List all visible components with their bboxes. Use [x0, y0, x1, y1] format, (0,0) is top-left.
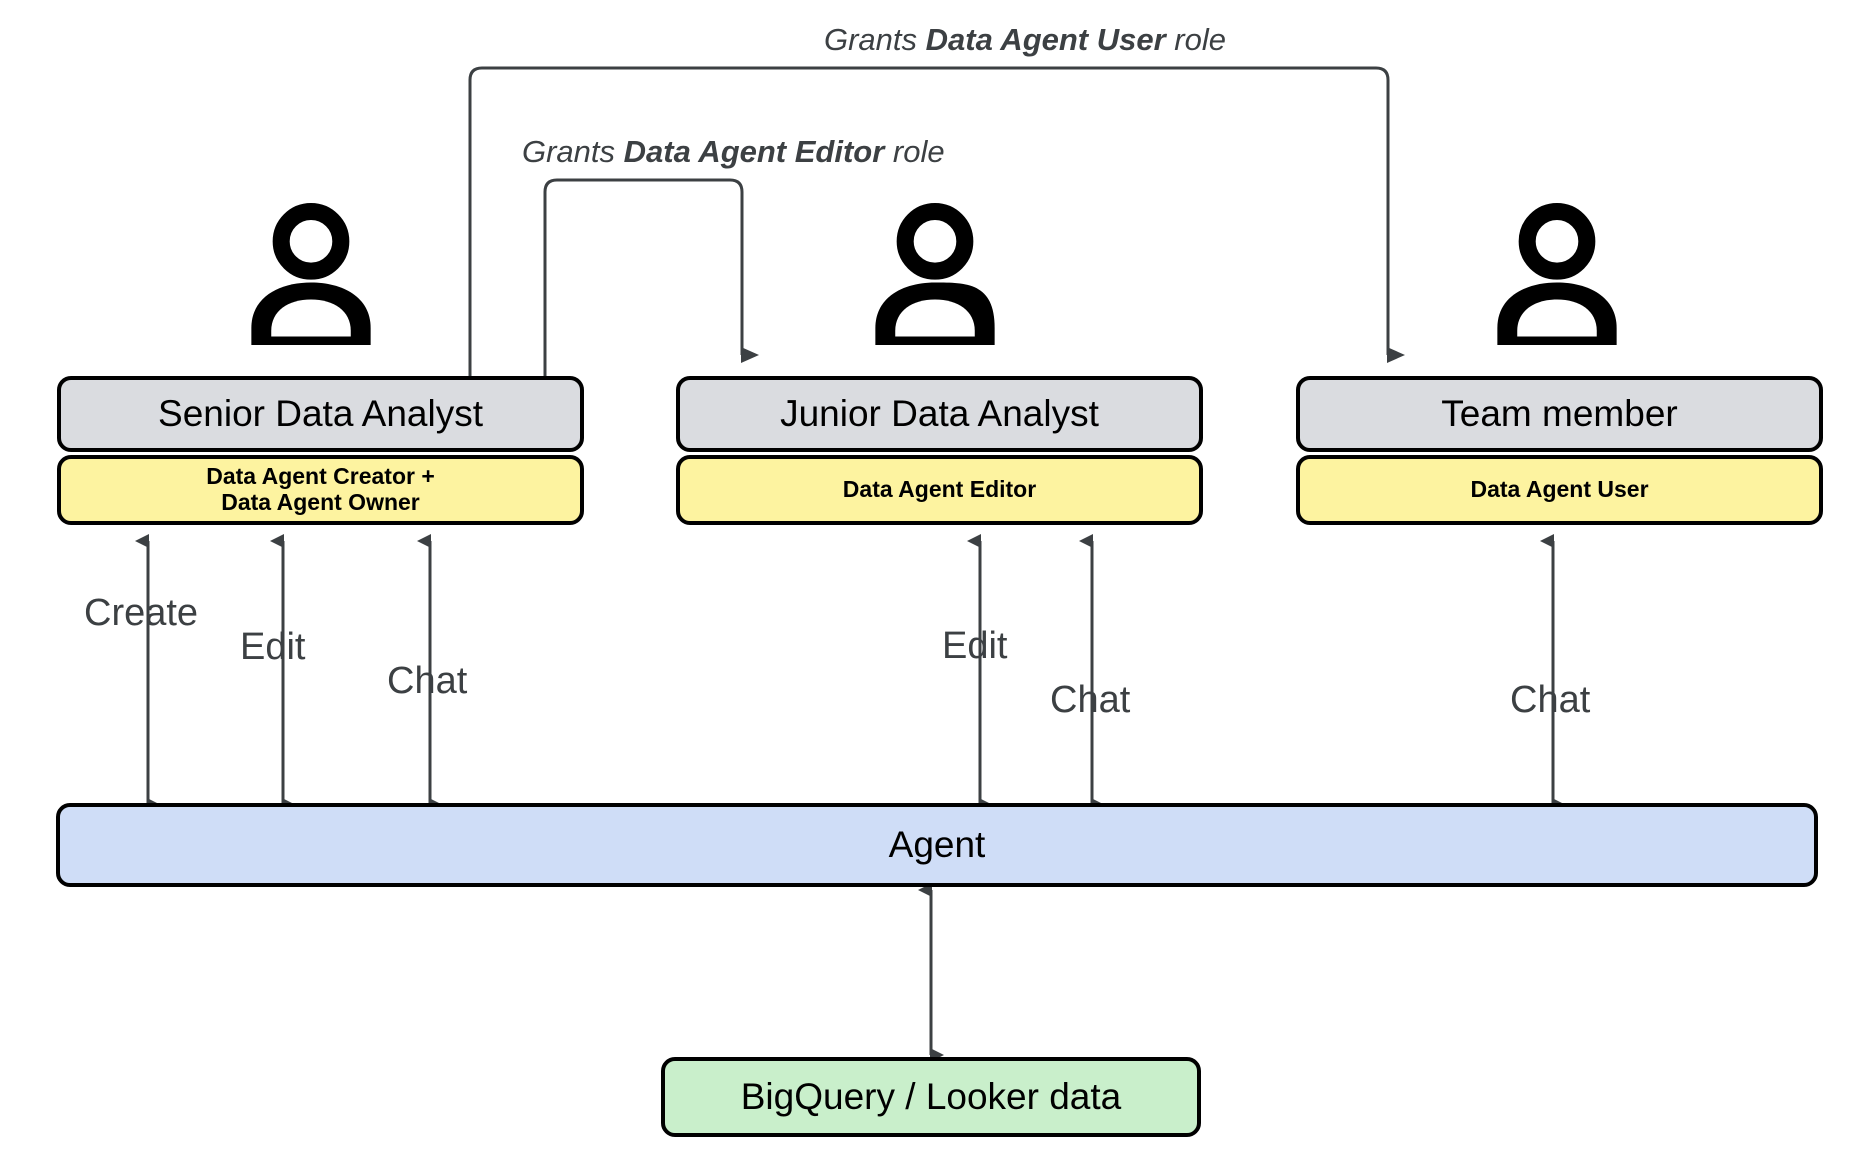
edge-label-junior-edit: Edit: [942, 625, 1008, 667]
role-permission-line1: Data Agent Creator +: [206, 463, 435, 490]
grant-user-connector: [468, 66, 1405, 378]
role-title-label: Team member: [1441, 393, 1678, 435]
grant-user-suffix: role: [1165, 22, 1226, 57]
grant-user-label: Grants Data Agent User role: [824, 22, 1226, 58]
edge-label-junior-chat: Chat: [1050, 679, 1131, 721]
role-title-label: Senior Data Analyst: [158, 393, 483, 435]
edge-label-team-chat: Chat: [1510, 679, 1591, 721]
person-icon: [251, 203, 371, 345]
grant-user-prefix: Grants: [824, 22, 926, 57]
grant-editor-label: Grants Data Agent Editor role: [522, 134, 945, 170]
datasource-label: BigQuery / Looker data: [740, 1076, 1122, 1118]
edge-label-senior-chat: Chat: [387, 660, 468, 702]
edge-label-senior-edit: Edit: [240, 626, 306, 668]
role-title-label: Junior Data Analyst: [780, 393, 1099, 435]
role-title-senior-data-analyst[interactable]: Senior Data Analyst: [57, 376, 584, 452]
role-permission-line1: Data Agent User: [1470, 476, 1649, 503]
role-permission-line1: Data Agent Editor: [842, 476, 1037, 503]
role-permission-junior-data-analyst[interactable]: Data Agent Editor: [676, 455, 1203, 525]
grant-editor-role: Data Agent Editor: [623, 134, 885, 169]
person-icon: [875, 203, 995, 345]
role-title-team-member[interactable]: Team member: [1296, 376, 1823, 452]
edge-label-create: Create: [84, 592, 199, 634]
role-permission-line2: Data Agent Owner: [221, 489, 420, 515]
grant-user-role: Data Agent User: [925, 22, 1166, 57]
role-title-junior-data-analyst[interactable]: Junior Data Analyst: [676, 376, 1203, 452]
role-permission-team-member[interactable]: Data Agent User: [1296, 455, 1823, 525]
grant-editor-suffix: role: [884, 134, 945, 169]
role-permission-senior-data-analyst[interactable]: Data Agent Creator + Data Agent Owner: [57, 455, 584, 525]
agent-label: Agent: [888, 824, 986, 866]
grant-editor-connector: [543, 178, 759, 378]
person-icon: [1497, 203, 1617, 345]
grant-editor-prefix: Grants: [522, 134, 624, 169]
datasource-node[interactable]: BigQuery / Looker data: [661, 1057, 1201, 1137]
agent-node[interactable]: Agent: [56, 803, 1818, 887]
